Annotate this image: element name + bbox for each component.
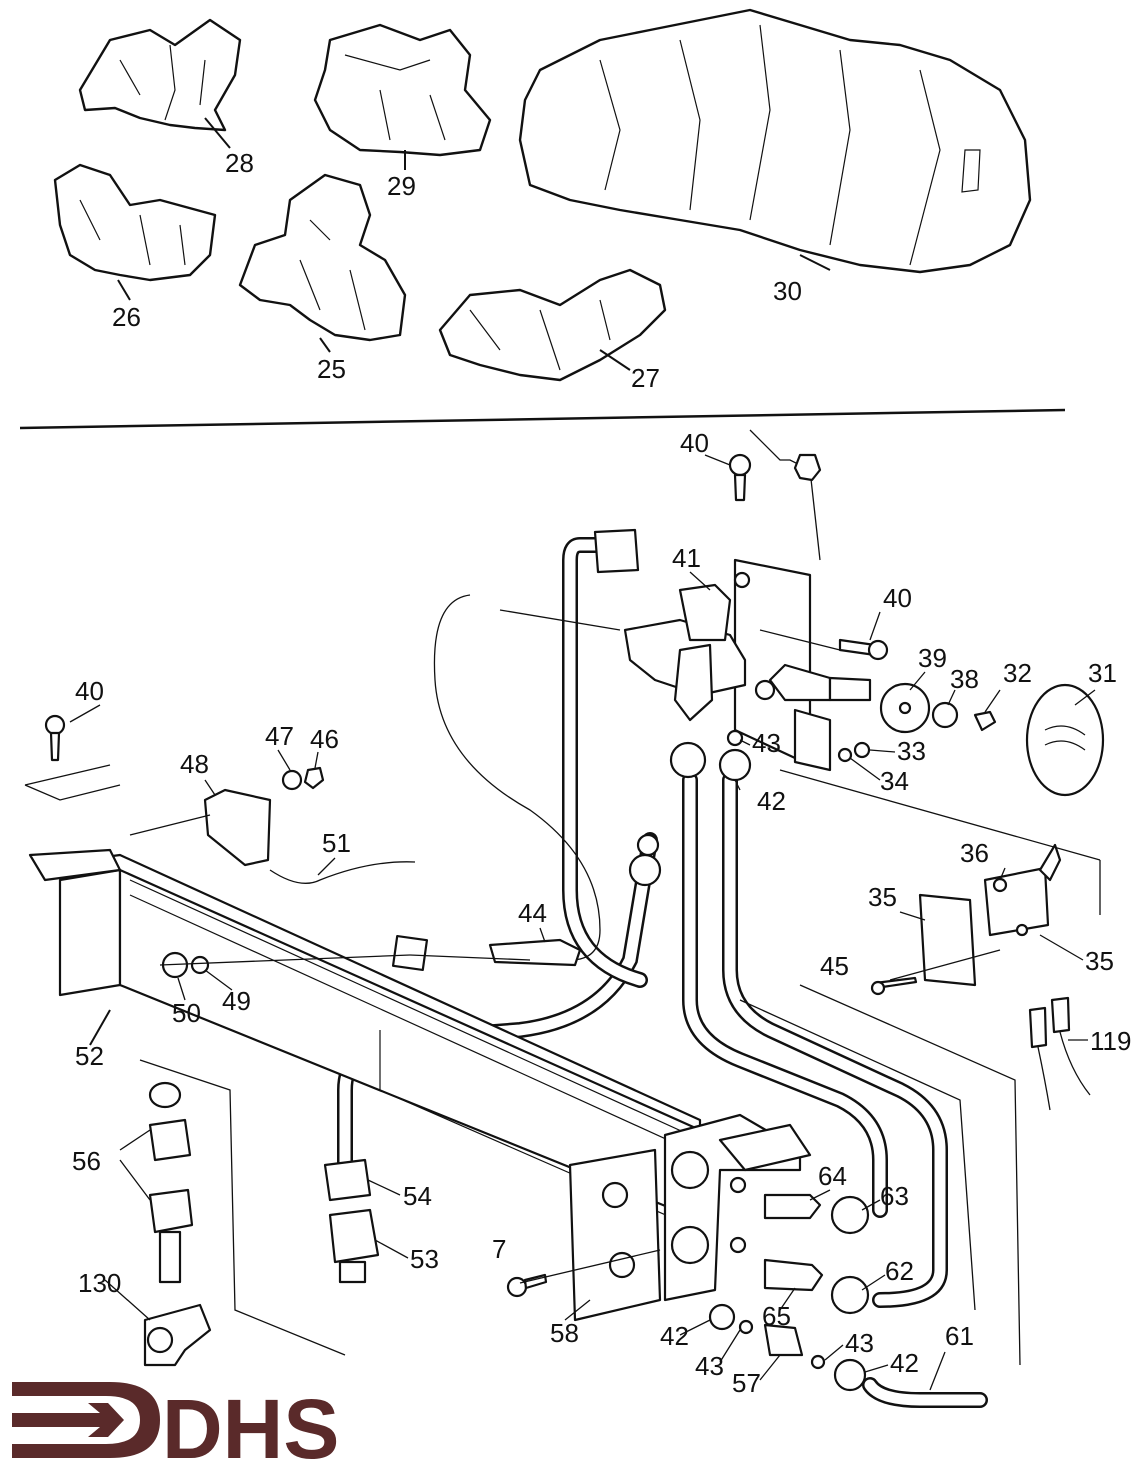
label-51: 51 <box>322 828 351 858</box>
rock-27 <box>438 268 667 382</box>
label-130: 130 <box>78 1268 121 1298</box>
label-43-top: 43 <box>752 728 781 758</box>
part-labels: 28 29 30 26 25 27 40 41 40 39 38 32 31 4… <box>69 148 1131 1398</box>
label-35-left: 35 <box>868 882 897 912</box>
label-7: 7 <box>492 1234 506 1264</box>
valve-bracket <box>733 429 1101 915</box>
label-49: 49 <box>222 986 251 1016</box>
label-61: 61 <box>945 1321 974 1351</box>
label-54: 54 <box>403 1181 432 1211</box>
rock-29 <box>313 23 492 170</box>
label-65: 65 <box>762 1301 791 1331</box>
label-36: 36 <box>960 838 989 868</box>
label-26: 26 <box>112 302 141 332</box>
label-46: 46 <box>310 724 339 754</box>
label-42-top: 42 <box>757 786 786 816</box>
label-39: 39 <box>918 643 947 673</box>
rock-28 <box>78 18 242 149</box>
label-44: 44 <box>518 898 547 928</box>
label-41: 41 <box>672 543 701 573</box>
label-40-left: 40 <box>75 676 104 706</box>
dhs-logo-text: DHS <box>162 1382 339 1476</box>
label-52: 52 <box>75 1041 104 1071</box>
label-56: 56 <box>72 1146 101 1176</box>
label-34: 34 <box>880 766 909 796</box>
label-53: 53 <box>410 1244 439 1274</box>
rock-30 <box>518 8 1032 274</box>
label-40-top: 40 <box>680 428 709 458</box>
label-50: 50 <box>172 998 201 1028</box>
tee-fitting <box>593 528 747 722</box>
label-48: 48 <box>180 749 209 779</box>
label-57: 57 <box>732 1368 761 1398</box>
rock-25 <box>238 173 407 353</box>
label-27: 27 <box>631 363 660 393</box>
rock-26 <box>53 163 217 301</box>
section-divider <box>19 408 1066 430</box>
label-40-right: 40 <box>883 583 912 613</box>
label-63: 63 <box>880 1181 909 1211</box>
label-28: 28 <box>225 148 254 178</box>
label-33: 33 <box>897 736 926 766</box>
label-31: 31 <box>1088 658 1117 688</box>
burner-body <box>28 848 702 1231</box>
label-30: 30 <box>773 276 802 306</box>
label-43-lower-left: 43 <box>695 1351 724 1381</box>
label-64: 64 <box>818 1161 847 1191</box>
label-38: 38 <box>950 664 979 694</box>
label-42-lower: 42 <box>660 1321 689 1351</box>
thermocouple-wire <box>433 594 601 961</box>
label-58: 58 <box>550 1318 579 1348</box>
label-45: 45 <box>820 951 849 981</box>
leader-lines <box>129 609 1021 1366</box>
burner-end-bracket <box>568 1113 812 1322</box>
dhs-arrow-icon <box>12 1382 160 1458</box>
label-119: 119 <box>1090 1026 1131 1056</box>
label-47: 47 <box>265 721 294 751</box>
label-35-right: 35 <box>1085 946 1114 976</box>
label-62: 62 <box>885 1256 914 1286</box>
dhs-logo: DHS <box>12 1382 339 1476</box>
label-43-lower-right: 43 <box>845 1328 874 1358</box>
label-25: 25 <box>317 354 346 384</box>
label-29: 29 <box>387 171 416 201</box>
label-42-lower-right: 42 <box>890 1348 919 1378</box>
label-32: 32 <box>1003 658 1032 688</box>
